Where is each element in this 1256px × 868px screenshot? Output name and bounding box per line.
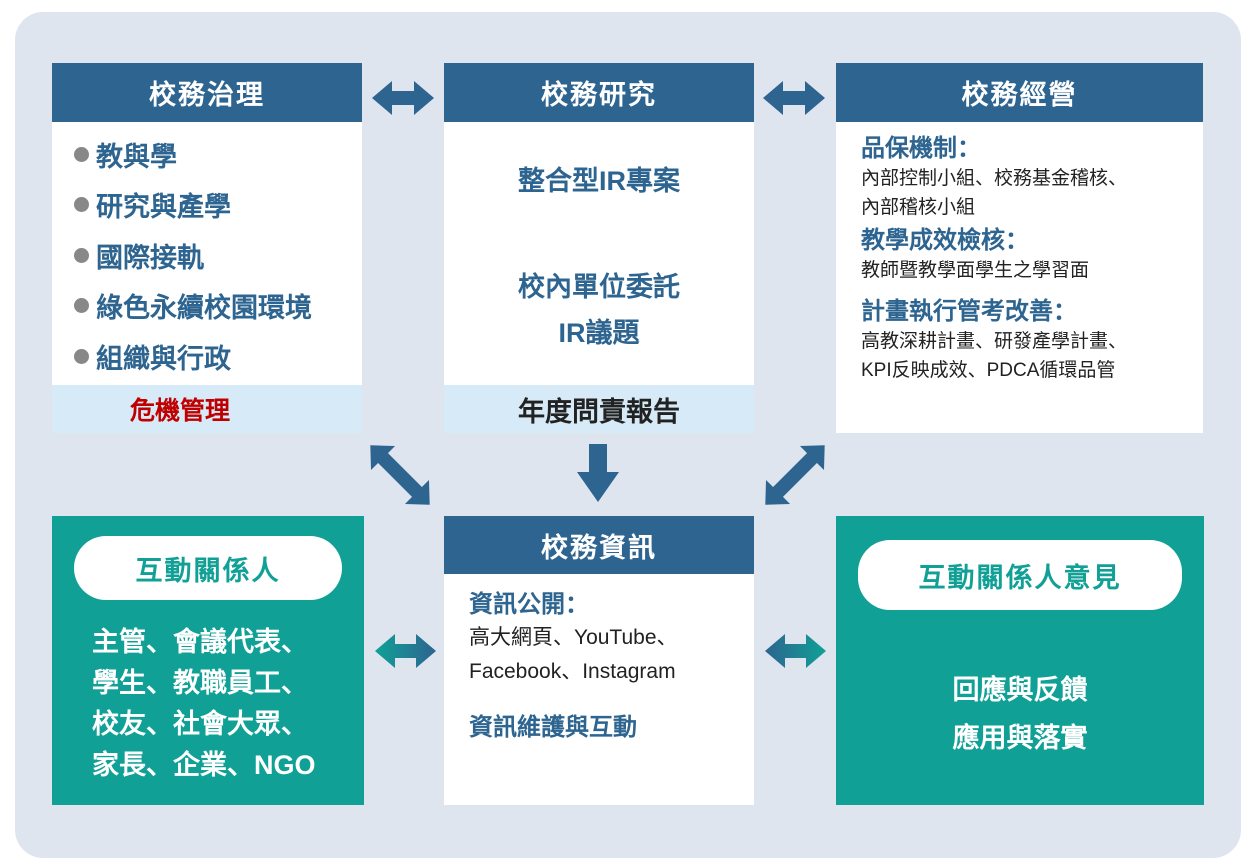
section-title: 教學成效檢核： bbox=[861, 227, 1029, 254]
section-text: 教師暨教學面學生之學習面 bbox=[861, 260, 1090, 281]
governance-title: 校務治理 bbox=[52, 63, 362, 122]
stakeholders-line: 主管、會議代表、 bbox=[92, 627, 308, 657]
section-text: 內部控制小組、校務基金稽核、 bbox=[861, 168, 1128, 189]
double-arrow-icon bbox=[375, 634, 436, 668]
info-box: 校務資訊 資訊公開： 高大網頁、YouTube、 Facebook、Instag… bbox=[444, 516, 754, 805]
section-text: Facebook、Instagram bbox=[469, 660, 676, 683]
section-title: 資訊維護與互動 bbox=[469, 714, 637, 741]
stakeholders-line: 學生、教職員工、 bbox=[92, 668, 308, 698]
operation-box: 校務經營 品保機制： 內部控制小組、校務基金稽核、 內部稽核小組 教學成效檢核：… bbox=[836, 63, 1203, 433]
research-item-ir-topics: IR議題 bbox=[558, 318, 640, 348]
list-item: 研究與產學 bbox=[52, 180, 362, 231]
feedback-pill: 互動關係人意見 bbox=[858, 540, 1182, 610]
list-item: 組織與行政 bbox=[52, 331, 362, 382]
accountability-report-band: 年度問責報告 bbox=[444, 385, 754, 433]
diagonal-double-arrow-icon bbox=[765, 445, 825, 505]
section-text: 高教深耕計畫、研發產學計畫、 bbox=[861, 331, 1128, 352]
crisis-management-band: 危機管理 bbox=[52, 385, 362, 433]
section-text: 內部稽核小組 bbox=[861, 197, 976, 218]
bullet-icon bbox=[74, 197, 89, 213]
research-item-ir-project: 整合型IR專案 bbox=[518, 166, 680, 196]
list-item: 教與學 bbox=[52, 129, 362, 180]
feedback-text: 回應與反饋 應用與落實 bbox=[836, 666, 1204, 762]
feedback-box: 互動關係人意見 回應與反饋 應用與落實 bbox=[836, 516, 1204, 805]
operation-content: 品保機制： 內部控制小組、校務基金稽核、 內部稽核小組 教學成效檢核： 教師暨教… bbox=[836, 122, 1203, 385]
section-text: 高大網頁、YouTube、 bbox=[469, 626, 678, 649]
governance-list: 教與學 研究與產學 國際接軌 綠色永續校園環境 組織與行政 bbox=[52, 122, 362, 382]
operation-title: 校務經營 bbox=[836, 63, 1203, 122]
info-title: 校務資訊 bbox=[444, 516, 754, 574]
list-item: 國際接軌 bbox=[52, 230, 362, 281]
stakeholders-line: 校友、社會大眾、 bbox=[92, 709, 308, 739]
list-item: 綠色永續校園環境 bbox=[52, 281, 362, 332]
info-content: 資訊公開： 高大網頁、YouTube、 Facebook、Instagram 資… bbox=[444, 574, 754, 742]
diagonal-double-arrow-icon bbox=[370, 445, 430, 505]
section-title: 資訊公開： bbox=[469, 591, 589, 618]
double-arrow-icon bbox=[763, 81, 825, 115]
bullet-icon bbox=[74, 146, 89, 162]
feedback-line: 應用與落實 bbox=[952, 723, 1088, 753]
bullet-icon bbox=[74, 247, 89, 263]
governance-box: 校務治理 教與學 研究與產學 國際接軌 綠色永續校園環境 組織與行政 危機管理 bbox=[52, 63, 362, 433]
double-arrow-icon bbox=[372, 81, 434, 115]
research-title: 校務研究 bbox=[444, 63, 754, 122]
stakeholders-box: 互動關係人 主管、會議代表、 學生、教職員工、 校友、社會大眾、 家長、企業、N… bbox=[52, 516, 364, 805]
section-title: 品保機制： bbox=[861, 135, 981, 162]
feedback-line: 回應與反饋 bbox=[952, 675, 1088, 705]
stakeholders-line: 家長、企業、NGO bbox=[92, 750, 316, 780]
section-title: 計畫執行管考改善： bbox=[861, 298, 1077, 325]
bullet-icon bbox=[74, 348, 89, 364]
bullet-icon bbox=[74, 298, 89, 314]
double-arrow-icon bbox=[765, 634, 826, 668]
stakeholders-list: 主管、會議代表、 學生、教職員工、 校友、社會大眾、 家長、企業、NGO bbox=[92, 622, 316, 786]
stakeholders-pill: 互動關係人 bbox=[74, 536, 342, 600]
research-box: 校務研究 整合型IR專案 校內單位委託 IR議題 年度問責報告 bbox=[444, 63, 754, 433]
section-text: KPI反映成效、PDCA循環品管 bbox=[861, 360, 1116, 381]
research-item-commission: 校內單位委託 bbox=[518, 272, 680, 302]
down-arrow-icon bbox=[577, 444, 619, 502]
